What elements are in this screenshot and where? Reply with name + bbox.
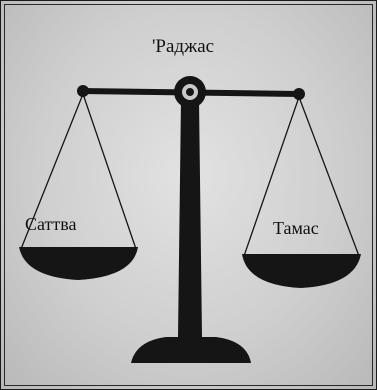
left-string-2 xyxy=(83,94,136,249)
label-tamas: Тамас xyxy=(273,219,319,237)
label-rajas: 'Раджас xyxy=(152,37,214,56)
scale-column xyxy=(178,99,202,337)
scale-base xyxy=(131,337,251,363)
left-pan xyxy=(19,247,138,280)
right-pan xyxy=(242,254,361,288)
label-sattva: Саттва xyxy=(25,215,77,233)
pivot-ring-center xyxy=(186,88,194,96)
